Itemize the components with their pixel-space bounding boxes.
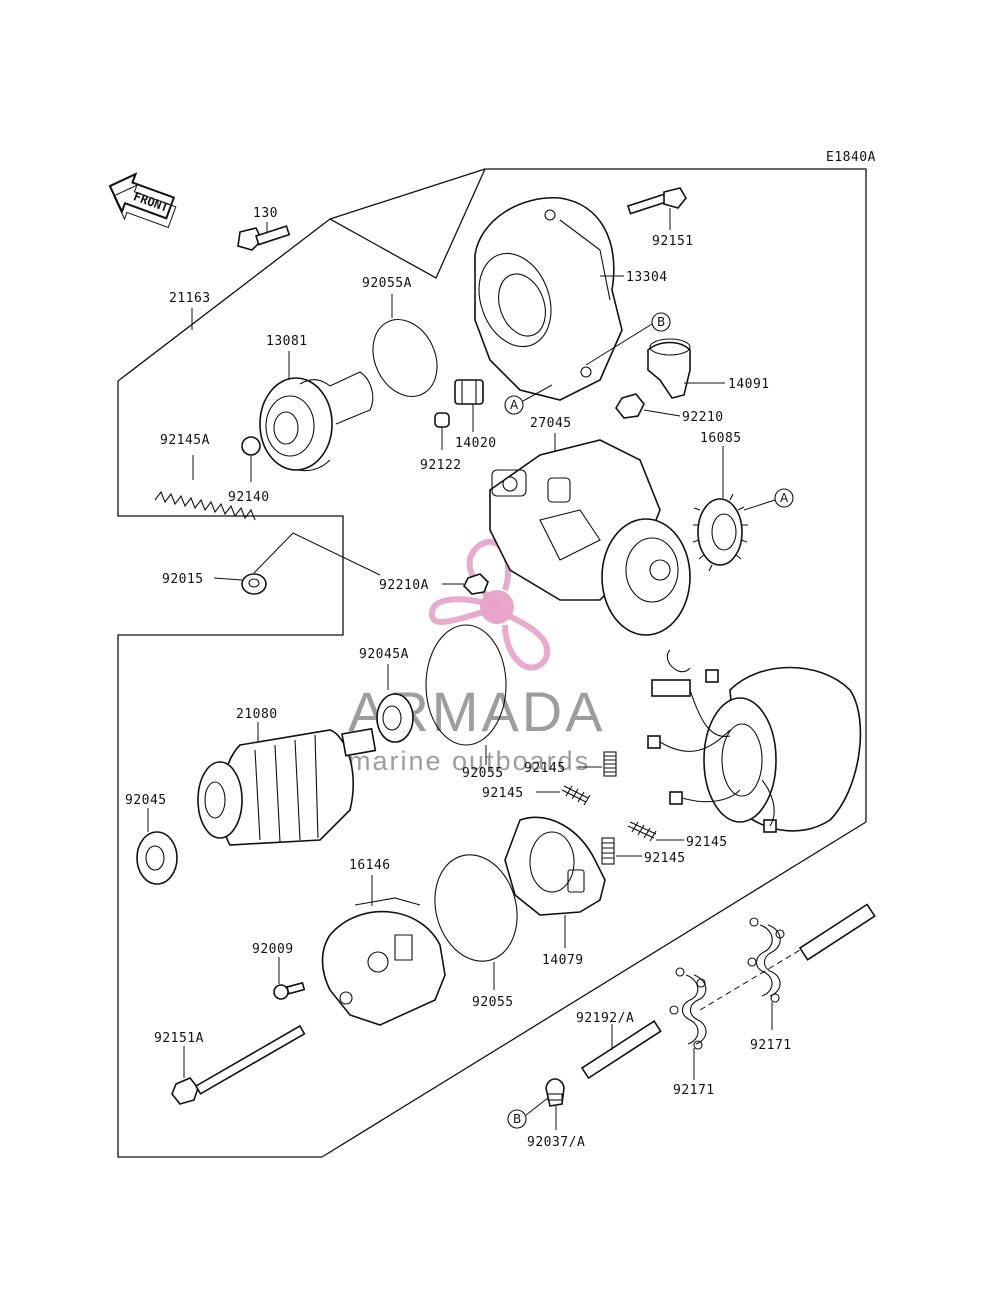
armada-logo: ARMADA marine outboards [348, 538, 603, 776]
label-92015: 92015 [162, 572, 204, 587]
label-14079: 14079 [542, 953, 584, 968]
label-92140: 92140 [228, 490, 270, 505]
label-92171-a: 92171 [673, 1083, 715, 1098]
gear-housing [601, 518, 691, 636]
label-16085: 16085 [700, 431, 742, 446]
end-cover-16146 [321, 875, 446, 1026]
bolt-92151a [171, 1024, 306, 1105]
label-92171-b: 92171 [750, 1038, 792, 1053]
pin-92122 [434, 412, 450, 428]
clutch-13081 [259, 371, 374, 472]
label-92055-bottom: 92055 [472, 995, 514, 1010]
label-21163: 21163 [169, 291, 211, 306]
yoke-field-coil [647, 649, 862, 833]
retainer-14020 [454, 379, 484, 432]
label-21080: 21080 [236, 707, 278, 722]
label-92145-d: 92145 [644, 851, 686, 866]
diagram-code: E1840A [826, 150, 876, 165]
label-92192a: 92192/A [576, 1011, 634, 1026]
spring-92145-d [601, 837, 642, 865]
label-130: 130 [253, 206, 278, 221]
housing-13304 [474, 197, 623, 401]
label-92055-middle: 92055 [462, 766, 504, 781]
label-92145a: 92145A [160, 433, 210, 448]
label-92045a: 92045A [359, 647, 409, 662]
ref-b-bottom [507, 1109, 527, 1129]
front-arrow-icon: FRONT [108, 172, 177, 229]
ball-92140 [241, 436, 261, 456]
o-ring-92055-bottom [434, 854, 518, 962]
gear-16085 [692, 446, 748, 572]
clamp-92037a [545, 1078, 565, 1130]
label-92210: 92210 [682, 410, 724, 425]
label-92145-c: 92145 [686, 835, 728, 850]
bolt-92151 [626, 187, 687, 230]
label-92145-a: 92145 [524, 761, 566, 776]
label-92145-b: 92145 [482, 786, 524, 801]
armature-21080 [197, 722, 377, 846]
label-92151: 92151 [652, 234, 694, 249]
screw-92009 [273, 957, 306, 1000]
label-13304: 13304 [626, 270, 668, 285]
o-ring-92055-middle [425, 624, 507, 746]
washer-92015 [213, 573, 267, 595]
boot-14091 [647, 338, 725, 399]
bolt-130 [237, 222, 291, 251]
o-ring-92055a [372, 319, 438, 397]
spring-92145-a [578, 751, 617, 777]
clip-92171-a [669, 967, 707, 1080]
tube-right [798, 903, 876, 961]
label-92151a: 92151A [154, 1031, 204, 1046]
tube-92192a [580, 1020, 662, 1080]
ref-b-top [651, 312, 671, 332]
spring-92145-c [627, 821, 684, 842]
assembly-frame [117, 168, 867, 1158]
label-14020: 14020 [455, 436, 497, 451]
label-16146: 16146 [349, 858, 391, 873]
nut-92210a [463, 573, 489, 595]
bearing-92045a [376, 664, 414, 743]
ref-b-top-label: B [657, 315, 665, 329]
ref-a-right [774, 488, 794, 508]
label-92037a: 92037/A [527, 1135, 585, 1150]
label-14091: 14091 [728, 377, 770, 392]
bearing-92045 [136, 808, 178, 885]
nut-92210 [615, 393, 645, 419]
ref-a-left [504, 395, 524, 415]
label-92210a: 92210A [379, 578, 429, 593]
label-92055a: 92055A [362, 276, 412, 291]
brush-holder-14079 [504, 816, 606, 948]
spring-92145-b [536, 785, 591, 806]
label-27045: 27045 [530, 416, 572, 431]
label-92122: 92122 [420, 458, 462, 473]
ref-a-left-label: A [510, 398, 519, 412]
label-92045: 92045 [125, 793, 167, 808]
ref-a-right-label: A [780, 491, 789, 505]
spring-92145a [154, 455, 256, 521]
label-92009: 92009 [252, 942, 294, 957]
clip-92171-b [747, 917, 785, 1030]
ref-b-bottom-label: B [513, 1112, 521, 1126]
label-13081: 13081 [266, 334, 308, 349]
watermark-tagline: marine outboards [348, 746, 590, 776]
